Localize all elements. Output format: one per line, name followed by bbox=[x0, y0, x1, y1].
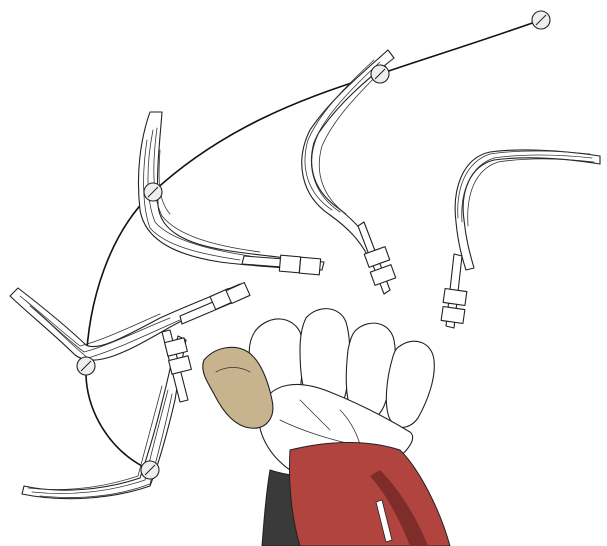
pivot-joint-icon bbox=[141, 461, 159, 479]
pivot-joint-icon bbox=[371, 65, 389, 83]
left-fan bbox=[10, 284, 245, 360]
pivot-joint-icon bbox=[144, 183, 162, 201]
hand bbox=[203, 309, 450, 546]
pivot-joint-icon bbox=[532, 11, 550, 29]
sleeve bbox=[289, 443, 450, 546]
bottom-left-fan bbox=[22, 336, 186, 499]
right-fan bbox=[455, 150, 600, 270]
pivot-joint-icon bbox=[77, 357, 95, 375]
